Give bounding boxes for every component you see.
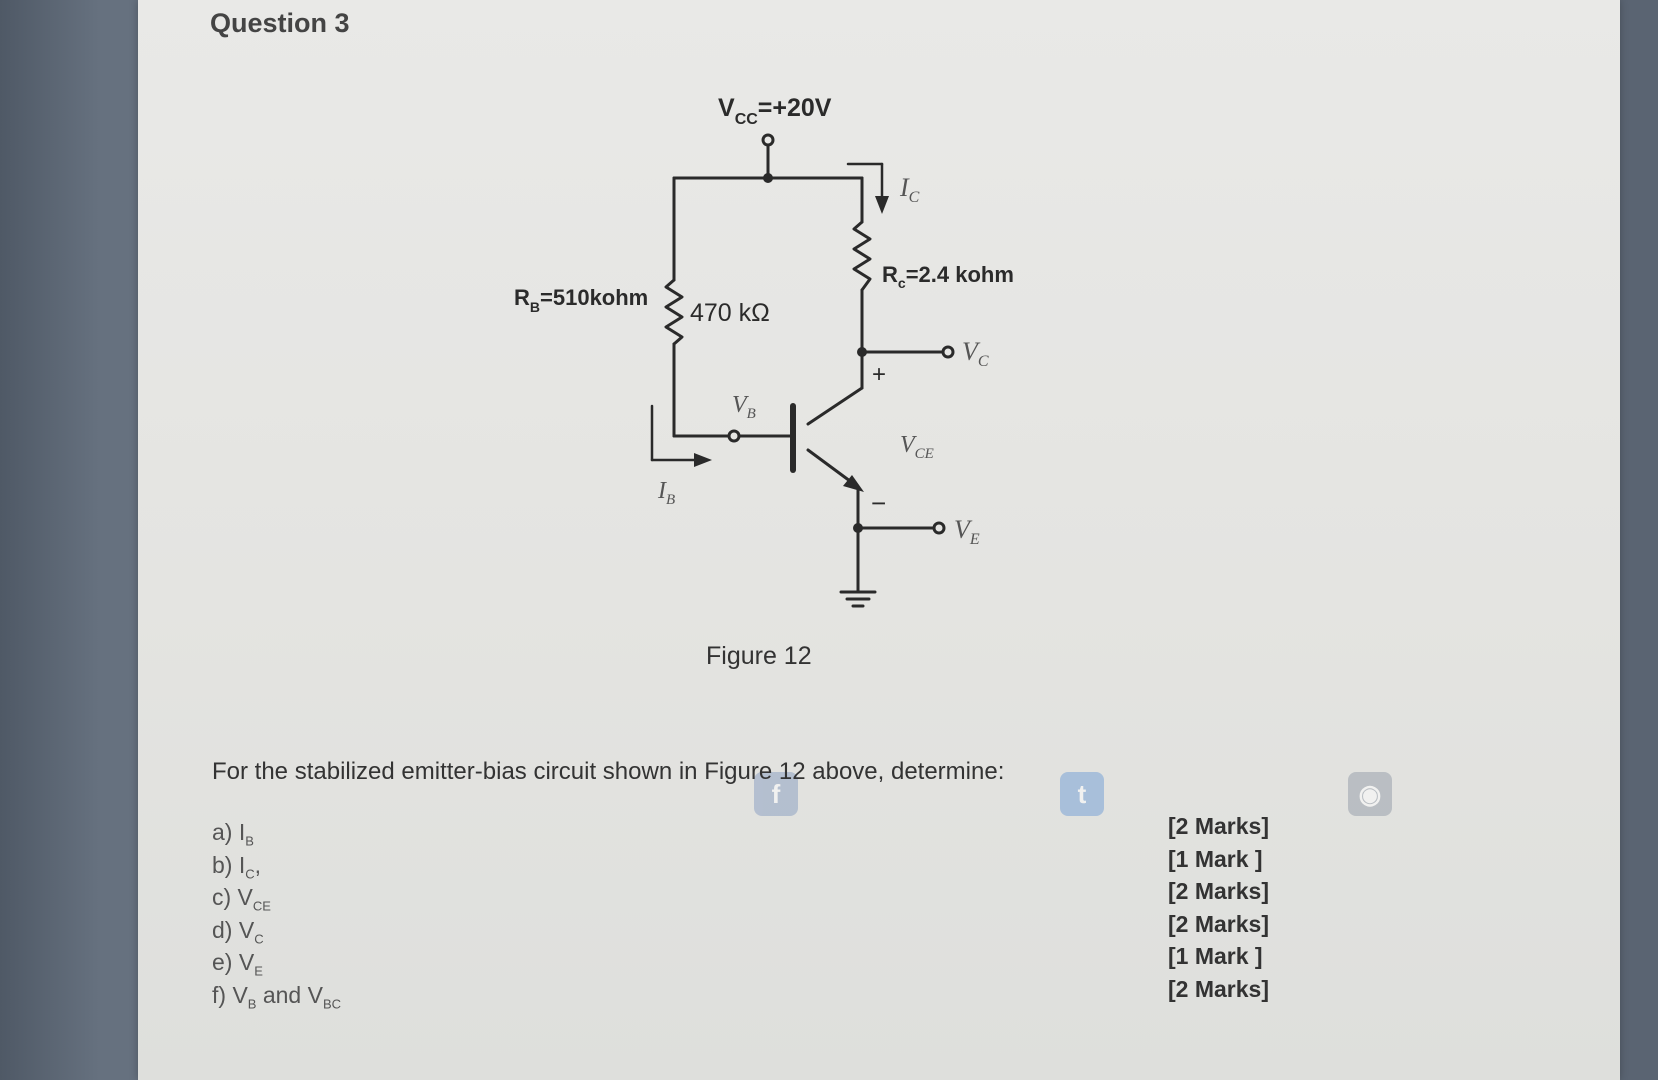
vce-minus-sign: − — [871, 488, 886, 518]
list-item: f) VB and VBC — [212, 981, 342, 1012]
list-item: e) VE — [212, 949, 263, 979]
vc-terminal — [941, 345, 955, 359]
vcc-label: VCC=+20V — [718, 94, 832, 128]
twitter-icon: t — [1060, 772, 1104, 816]
ic-label: IC — [899, 173, 920, 206]
vce-label: VCE — [900, 432, 934, 462]
question-prompt: For the stabilized emitter-bias circuit … — [212, 758, 1005, 785]
facebook-icon: f — [754, 772, 798, 816]
ib-label: IB — [657, 478, 675, 508]
marks-item: [2 Marks] — [1168, 910, 1269, 937]
rc-label: Rc=2.4 kohm — [882, 262, 1014, 291]
marks-item: [1 Mark ] — [1168, 845, 1263, 872]
question-parts: a) IB b) IC, c) VCE d) VC e) VE f) VB an… — [212, 816, 341, 1011]
camera-icon: ◉ — [1348, 772, 1392, 816]
vce-plus-sign: + — [872, 361, 886, 388]
rb-label: RB=510kohm — [514, 285, 648, 315]
vc-label: VC — [962, 337, 989, 370]
circuit-figure: VCC=+20V RB=510kohm 470 kΩ Rc=2.4 kohm I… — [514, 94, 1014, 608]
list-item: b) IC, — [212, 851, 262, 882]
ib-arrow — [694, 453, 712, 467]
list-item: d) VC — [212, 916, 264, 947]
rb-resistor — [664, 278, 684, 346]
vb-label: VB — [732, 392, 756, 422]
rc-resistor — [852, 220, 872, 292]
rb-printed-value: 470 kΩ — [690, 299, 770, 327]
marks-column: [2 Marks] [1 Mark ] [2 Marks] [2 Marks] … — [1168, 810, 1269, 1005]
ve-terminal — [932, 521, 946, 535]
marks-item: [1 Mark ] — [1168, 943, 1263, 969]
list-item: a) IB — [212, 819, 254, 849]
figure-caption: Figure 12 — [706, 642, 812, 670]
ic-arrow — [875, 196, 889, 214]
question-page: Question 3 t f ◉ — [138, 0, 1620, 1080]
marks-item: [2 Marks] — [1168, 813, 1269, 839]
ve-label: VE — [954, 515, 980, 548]
marks-item: [2 Marks] — [1168, 975, 1269, 1002]
marks-item: [2 Marks] — [1168, 878, 1269, 904]
list-item: c) VCE — [212, 884, 271, 914]
question-title: Question 3 — [210, 8, 350, 38]
